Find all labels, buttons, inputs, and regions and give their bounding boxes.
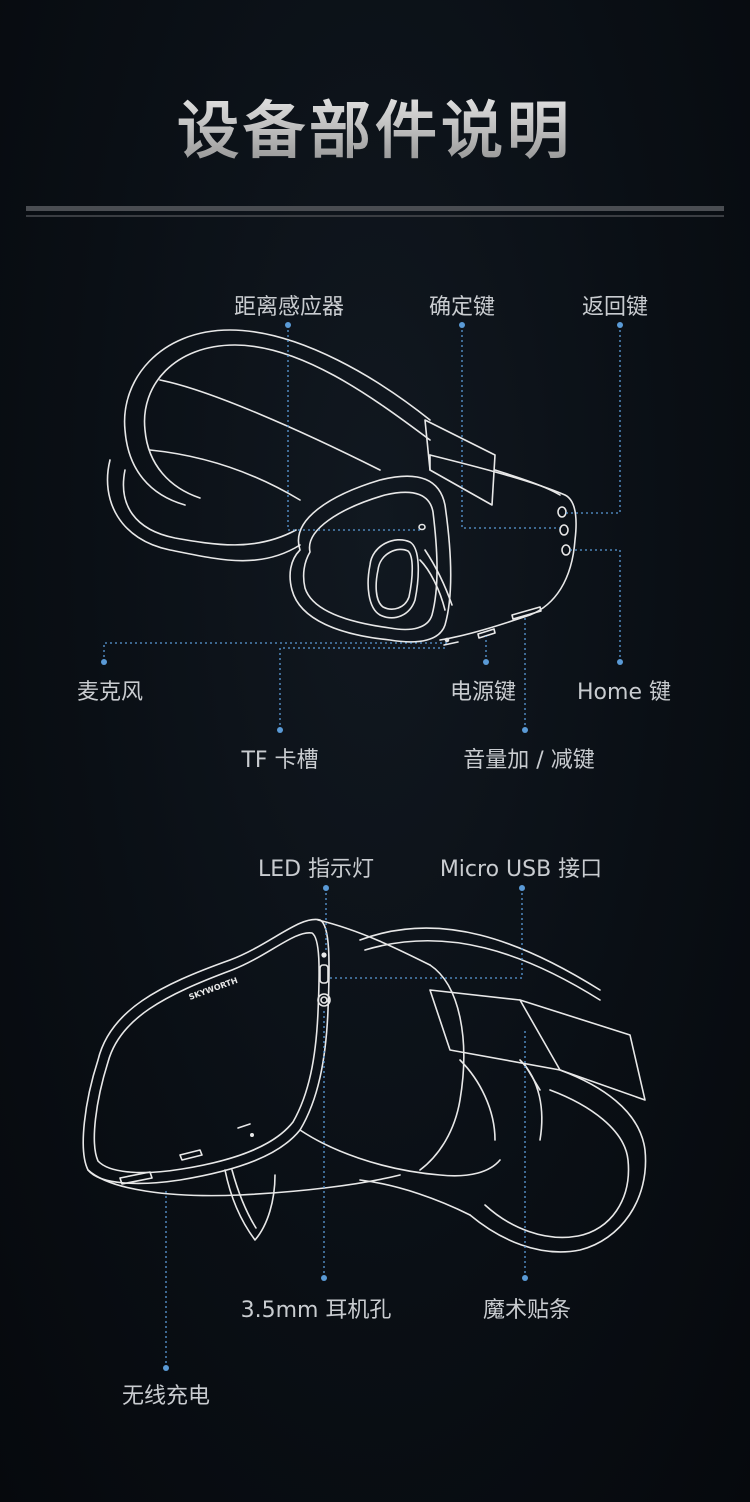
label-confirm-key: 确定键 — [428, 295, 496, 320]
label-tf-slot: TF 卡槽 — [241, 748, 319, 773]
label-home-key: Home 键 — [577, 680, 671, 705]
label-microphone: 麦克风 — [76, 680, 144, 705]
callout-endpoints — [101, 322, 623, 1371]
label-back-key: 返回键 — [581, 295, 649, 320]
callout-leaders — [103, 325, 621, 1368]
label-power-key: 电源键 — [449, 680, 517, 705]
headset-rear-view — [106, 329, 577, 646]
label-wireless-charging: 无线充电 — [121, 1384, 211, 1409]
title-divider-thin — [26, 215, 724, 217]
page-title: 设备部件说明 — [0, 80, 750, 170]
headset-front-view — [82, 918, 647, 1253]
label-proximity-sensor: 距离感应器 — [233, 295, 345, 320]
label-velcro: 魔术贴条 — [482, 1298, 572, 1323]
label-led: LED 指示灯 — [257, 857, 375, 882]
title-divider — [26, 206, 724, 211]
label-micro-usb: Micro USB 接口 — [439, 857, 603, 882]
brand-logo: SKYWORTH — [188, 976, 239, 1002]
label-headphone-jack: 3.5mm 耳机孔 — [240, 1298, 392, 1323]
label-volume-key: 音量加 / 减键 — [463, 748, 595, 773]
